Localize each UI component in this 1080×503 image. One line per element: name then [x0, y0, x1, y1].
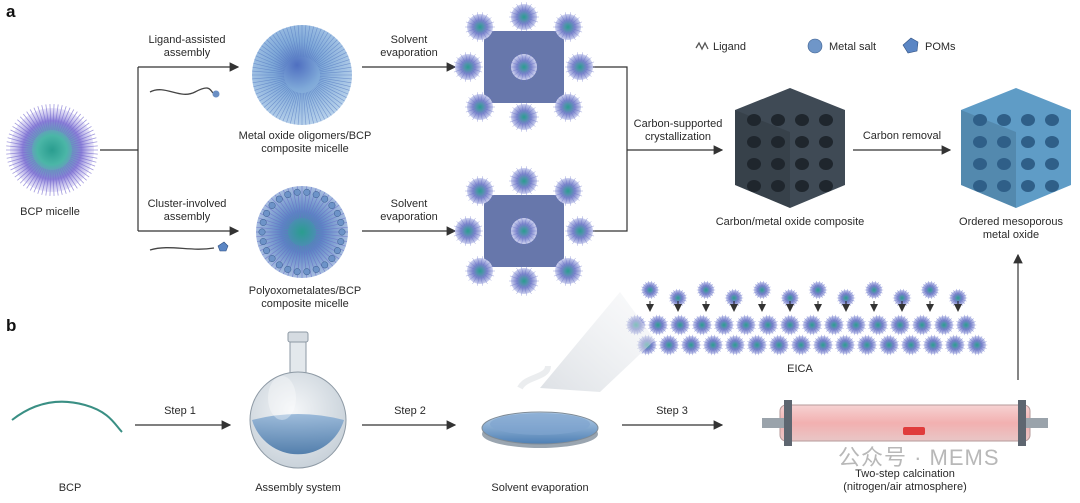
step1-label: Step 1 — [164, 405, 196, 417]
ordered-oxide-label: Ordered mesoporous metal oxide — [959, 216, 1063, 241]
pom-micelle-label: Polyoxometalates/BCP composite micelle — [248, 285, 362, 310]
eica-assembly-graphic — [625, 280, 988, 356]
zoom-beam — [540, 292, 655, 392]
flask-graphic — [249, 331, 347, 469]
watermark-text: 公众号 · MEMS — [838, 445, 1000, 470]
carbon-removal-label: Carbon removal — [862, 130, 942, 142]
bcp-label: BCP — [58, 482, 82, 494]
bcp-micelle-label: BCP micelle — [20, 206, 80, 218]
cluster-involved-label: Cluster-involved assembly — [147, 198, 227, 223]
legend — [695, 37, 919, 54]
solvent-evaporation-bottom-label: Solvent evaporation — [380, 198, 438, 223]
calcination-label: Two-step calcination (nitrogen/air atmos… — [843, 468, 967, 493]
ligand-assisted-label: Ligand-assisted assembly — [148, 34, 226, 59]
assembled-micelle-array-bottom — [453, 166, 595, 296]
panel-b-label: b — [6, 316, 17, 335]
bcp-chain-graphic — [11, 400, 123, 433]
oligomer-micelle-label: Metal oxide oligomers/BCP composite mice… — [238, 130, 372, 155]
carbon-supported-label: Carbon-supported crystallization — [633, 118, 723, 143]
legend-poms-label: POMs — [925, 41, 956, 53]
step3-label: Step 3 — [656, 405, 688, 417]
legend-ligand-label: Ligand — [713, 41, 747, 53]
bcp-micelle-graphic — [6, 104, 98, 196]
panel-a-label: a — [6, 2, 16, 21]
panel-a-arrows — [100, 62, 1023, 380]
metal-salt-legend-icon — [807, 38, 823, 54]
ligand-chain-graphic — [149, 87, 220, 98]
legend-metal-salt-label: Metal salt — [829, 41, 877, 53]
tube-furnace-graphic — [762, 400, 1048, 446]
petri-dish-graphic — [481, 365, 599, 448]
assembled-micelle-array-top — [453, 2, 595, 132]
pom-micelle-graphic — [256, 186, 348, 278]
poms-legend-icon — [902, 37, 919, 54]
carbon-composite-label: Carbon/metal oxide composite — [715, 216, 865, 228]
step2-label: Step 2 — [394, 405, 426, 417]
oligomer-micelle-graphic — [252, 25, 352, 125]
ligand-legend-icon — [695, 41, 709, 51]
assembly-system-label: Assembly system — [255, 482, 341, 494]
ordered-oxide-graphic — [961, 88, 1071, 208]
solvent-evaporation-top-label: Solvent evaporation — [380, 34, 438, 59]
solvent-evaporation-label: Solvent evaporation — [491, 482, 589, 494]
cluster-chain-graphic — [149, 241, 229, 252]
eica-label: EICA — [787, 363, 813, 375]
carbon-oxide-composite-graphic — [735, 88, 845, 208]
